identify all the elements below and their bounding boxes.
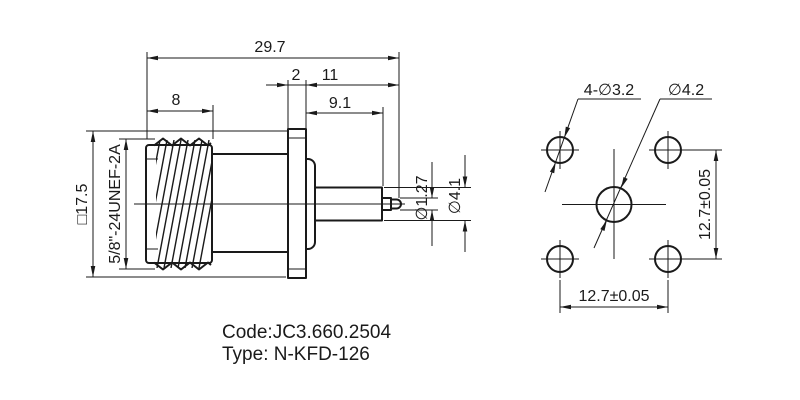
thread-hatch <box>156 140 211 268</box>
connector-barrel <box>211 153 289 253</box>
dim-label-insulator-diameter: ∅4.1 <box>447 178 464 214</box>
dim-label-hole-spacing-horizontal: 12.7±0.05 <box>578 288 649 305</box>
dim-label-flange-thickness: 2 <box>292 67 301 84</box>
dim-label-overall-length: 29.7 <box>254 39 285 56</box>
thread-crest-top <box>153 137 212 147</box>
dim-label-pin-diameter: ∅1.27 <box>414 175 431 220</box>
dim-label-thread-spec: 5/8"-24UNEF-2A <box>107 144 124 264</box>
contact-pin-tip <box>390 198 402 210</box>
dim-label-hole-spacing-vertical: 12.7±0.05 <box>697 169 714 240</box>
dim-label-front-length: 11 <box>322 67 339 84</box>
dim-label-thread-length: 8 <box>172 92 181 109</box>
mounting-flange-side <box>287 128 307 279</box>
front-view: 4-∅3.2 ∅4.2 12.7±0.05 12.7±0.05 <box>541 82 722 313</box>
dim-label-mounting-holes: 4-∅3.2 <box>584 82 635 99</box>
footer: Code:JC3.660.2504 Type: N-KFD-126 <box>222 322 391 365</box>
leader-lines <box>544 98 712 249</box>
part-code: Code:JC3.660.2504 <box>222 322 391 343</box>
front-dimension-lines <box>559 149 722 313</box>
connector-outline <box>145 128 402 279</box>
side-view: 29.7 8 2 11 9.1 □17.5 5/8"-24UNEF-2A ∅1.… <box>74 39 471 279</box>
dim-label-center-hole: ∅4.2 <box>668 82 704 99</box>
side-dimension-lines <box>86 52 471 278</box>
part-type: Type: N-KFD-126 <box>222 344 370 365</box>
hole-crosshairs <box>541 131 687 278</box>
dim-label-insulator-length: 9.1 <box>329 95 351 112</box>
dim-label-flange-square: □17.5 <box>74 184 91 225</box>
